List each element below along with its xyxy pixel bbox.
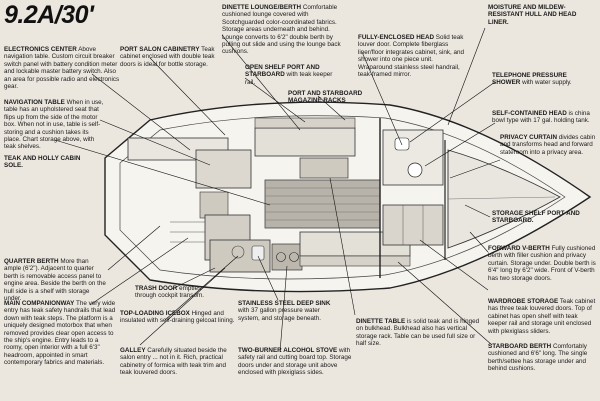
navigation-table [195, 149, 252, 189]
callout-trash-door: TRASH DOOR empties through cockpit trans… [135, 285, 204, 300]
nav-seat [199, 191, 229, 219]
companionway-steps [170, 221, 205, 243]
burner-2 [289, 252, 299, 262]
callout-electronics-center: ELECTRONICS CENTER Above navigation tabl… [4, 46, 120, 91]
callout-teak-holly-sole: TEAK AND HOLLY CABIN SOLE. [4, 155, 81, 170]
callout-forward-v-berth: FORWARD V-BERTH Fully cushioned berth wi… [488, 245, 596, 282]
icebox-lid [231, 245, 245, 259]
burner-1 [276, 252, 286, 262]
callout-galley: GALLEY Carefully situated beside the sal… [120, 347, 227, 377]
head-sink [394, 137, 410, 151]
dinette-lounge [254, 127, 356, 157]
callout-self-contained-head: SELF-CONTAINED HEAD is china bowl type w… [492, 110, 590, 125]
callout-dinette-table: DINETTE TABLE is solid teak and is hinge… [356, 318, 480, 348]
callout-privacy-curtain: PRIVACY CURTAIN divides cabin and transf… [500, 134, 596, 156]
callout-fully-enclosed-head: FULLY-ENCLOSED HEAD Solid teak louver do… [358, 34, 465, 79]
callout-navigation-table: NAVIGATION TABLE When in use, table has … [4, 99, 104, 151]
v-berth [447, 149, 561, 249]
dinette-back [254, 117, 356, 129]
callout-port-salon-cabinetry: PORT SALON CABINETRY Teak cabinet enclos… [120, 46, 215, 68]
callout-wardrobe-storage: WARDROBE STORAGE Teak cabinet has three … [488, 298, 596, 335]
wardrobe-plan [382, 204, 444, 246]
galley-sink [251, 245, 265, 261]
callout-top-loading-icebox: TOP-LOADING ICEBOX Hinged and insulated … [120, 310, 235, 325]
callout-main-companionway: MAIN COMPANIONWAY The very wide entry ha… [4, 300, 116, 367]
callout-storage-shelf: STORAGE SHELF PORT AND STARBOARD. [492, 210, 580, 225]
callout-moisture-resistant: MOISTURE AND MILDEW-RESISTANT HULL AND H… [488, 4, 577, 26]
callout-starboard-berth: STARBOARD BERTH Comfortably cushioned an… [488, 343, 588, 373]
callout-alcohol-stove: TWO-BURNER ALCOHOL STOVE with safety rai… [238, 347, 352, 377]
teak-cabin-sole [264, 179, 381, 229]
page-title: 9.2A/30' [4, 1, 94, 29]
callout-open-shelf: OPEN SHELF PORT AND STARBOARD with teak … [245, 64, 333, 86]
callout-dinette-lounge: DINETTE LOUNGE/BERTH Comfortable cushion… [222, 4, 341, 56]
callout-magazine-racks: PORT AND STARBOARD MAGAZINE RACKS [288, 90, 363, 105]
leader-lines [54, 27, 501, 353]
starboard-berth-back [299, 255, 411, 267]
callout-stainless-sink: STAINLESS STEEL DEEP SINK with 37 gallon… [238, 300, 331, 322]
callout-quarter-berth: QUARTER BERTH More than ample (6'2"). Ad… [4, 258, 106, 303]
callout-telephone-shower: TELEPHONE PRESSURE SHOWER with water sup… [492, 72, 572, 87]
dinette-table-plan [299, 157, 349, 179]
head-toilet [407, 162, 423, 178]
